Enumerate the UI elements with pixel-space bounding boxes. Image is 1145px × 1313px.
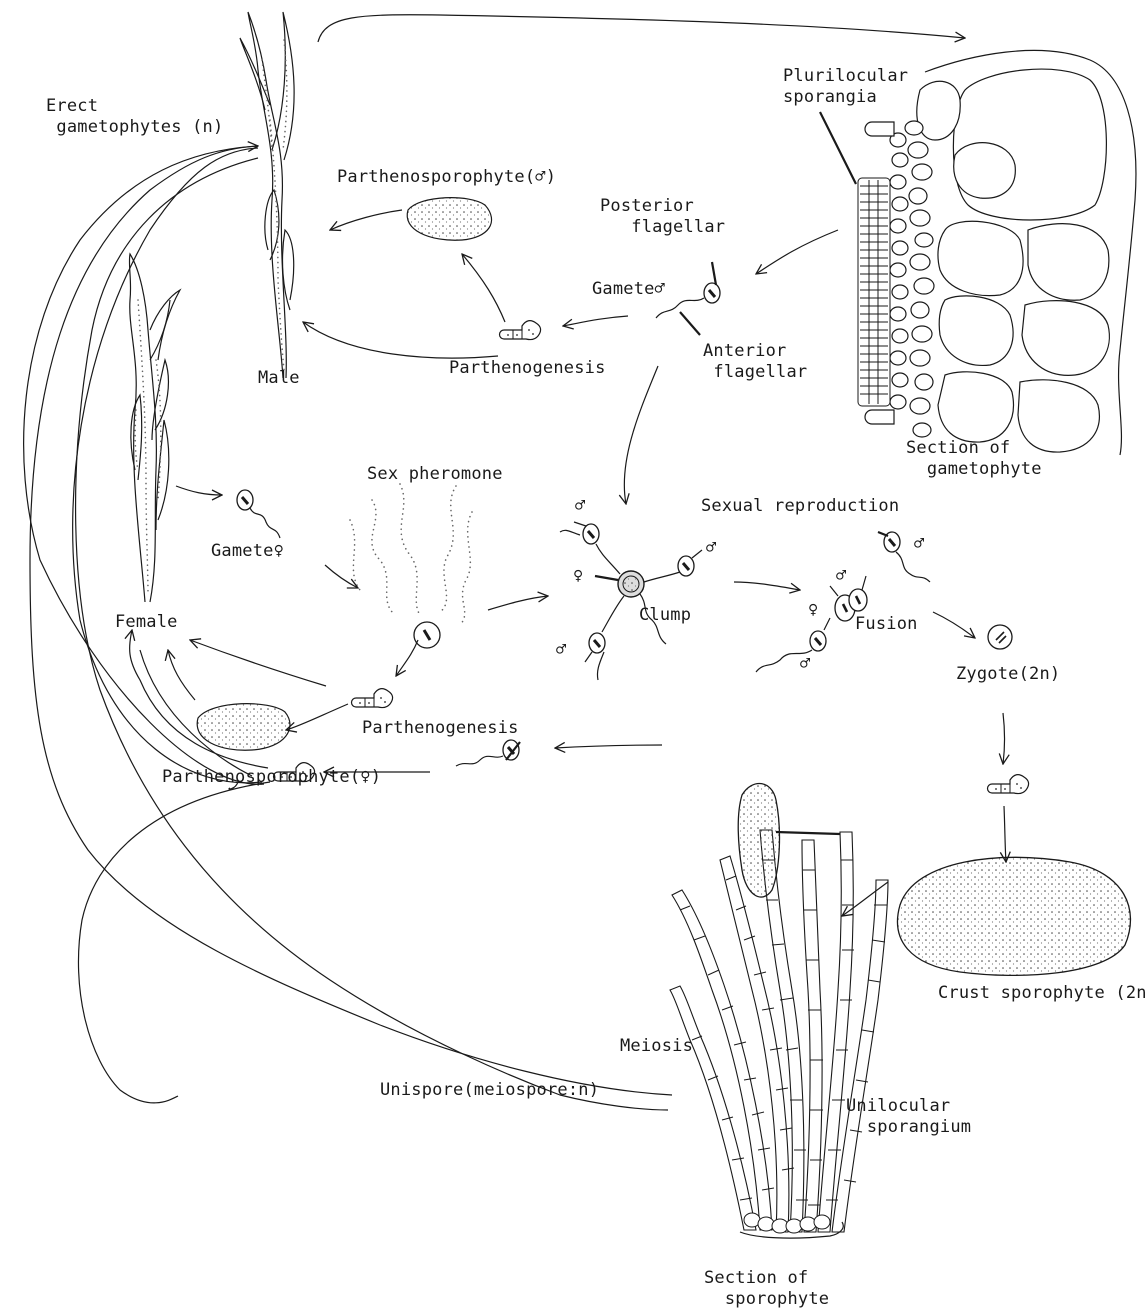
label-parthenogenesis-top: Parthenogenesis	[449, 358, 606, 379]
germling-icon	[988, 775, 1029, 794]
label-section-of-sporophyte: Section of sporophyte	[704, 1268, 829, 1310]
gamete-male-icon	[656, 262, 720, 335]
label-gamete-female: Gamete♀	[211, 541, 284, 562]
label-sex-pheromone: Sex pheromone	[367, 464, 503, 485]
parthenosporophyte-female-icon	[197, 704, 290, 751]
clump-icon	[560, 522, 702, 680]
female-gametophyte-icon	[129, 254, 180, 602]
symbol-male: ♂	[575, 496, 585, 517]
sporophyte-filaments-icon	[670, 784, 888, 1239]
label-unilocular-sporangium: Unilocular sporangium	[846, 1096, 971, 1138]
unispore-icon	[456, 740, 520, 766]
zygote-icon	[988, 625, 1012, 649]
label-parthenosporophyte-female: Parthenosporophyte(♀)	[162, 767, 381, 788]
parthenosporophyte-male-icon	[407, 198, 491, 241]
sex-pheromone-dots	[350, 484, 472, 625]
label-parthenosporophyte-male: Parthenosporophyte(♂)	[337, 167, 556, 188]
symbol-male: ♂	[800, 654, 810, 675]
label-section-of-gametophyte: Section of gametophyte	[906, 438, 1042, 480]
label-sexual-reproduction: Sexual reproduction	[701, 496, 899, 517]
label-unispore: Unispore(meiospore:n)	[380, 1080, 599, 1101]
symbol-male: ♂	[706, 538, 716, 559]
label-meiosis: Meiosis	[620, 1036, 693, 1057]
fusion-icon	[756, 532, 930, 672]
gamete-female-icon	[237, 490, 280, 538]
label-male: Male	[258, 368, 300, 389]
symbol-male: ♂	[914, 534, 924, 555]
symbol-female: ♀	[573, 566, 583, 587]
label-crust-sporophyte: Crust sporophyte (2n)	[938, 983, 1145, 1004]
unilocular-pointer	[776, 832, 840, 834]
label-zygote: Zygote(2n)	[956, 664, 1060, 685]
label-anterior-flagellar: Anterior flagellar	[703, 341, 807, 383]
label-plurilocular-sporangia: Plurilocular sporangia	[783, 66, 908, 108]
label-posterior-flagellar: Posterior flagellar	[600, 196, 725, 238]
germling-icon	[500, 321, 541, 340]
symbol-male: ♂	[836, 566, 846, 587]
label-gamete-male: Gamete♂	[592, 279, 665, 300]
label-erect-gametophytes: Erect gametophytes (n)	[46, 96, 223, 138]
sporangia-section-icon	[848, 50, 1136, 455]
germling-icon	[352, 689, 393, 708]
female-gamete-attracting-icon	[414, 622, 440, 648]
crust-sporophyte-icon	[898, 857, 1131, 975]
male-gametophyte-icon	[240, 12, 294, 378]
plurilocular-pointer	[820, 112, 856, 184]
symbol-male: ♂	[556, 640, 566, 661]
label-fusion: Fusion	[855, 614, 918, 635]
label-clump: Clump	[639, 605, 691, 626]
label-parthenogenesis-bottom: Parthenogenesis	[362, 718, 519, 739]
symbol-female: ♀	[808, 600, 818, 621]
label-female: Female	[115, 612, 178, 633]
